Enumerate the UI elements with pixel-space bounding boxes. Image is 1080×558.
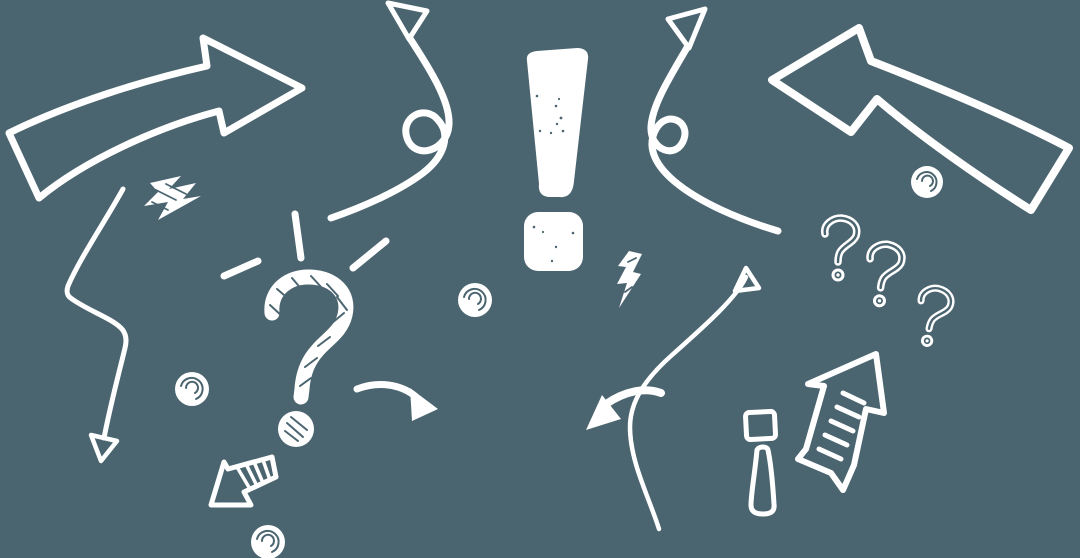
lightning-bolt-left-icon bbox=[144, 176, 201, 220]
lightning-bolt-center-icon bbox=[617, 251, 642, 308]
s-curve-arrow-up-icon bbox=[627, 265, 762, 532]
spiral-left-icon bbox=[175, 372, 209, 406]
arrow-curved-loop-left-icon bbox=[327, 0, 453, 222]
question-mark-small-3-icon bbox=[917, 284, 955, 347]
spiral-bottom-icon bbox=[251, 525, 285, 558]
arrow-swoosh-left-icon bbox=[586, 386, 665, 430]
squiggle-arrow-down-icon bbox=[64, 186, 129, 464]
question-mark-small-1-icon bbox=[821, 214, 861, 282]
arrow-curved-loop-right-icon bbox=[647, 6, 782, 235]
i-doodle-icon bbox=[743, 408, 779, 517]
question-mark-small-2-icon bbox=[866, 240, 906, 308]
arrow-hatched-up-right-icon bbox=[795, 351, 887, 493]
spiral-top-right-icon bbox=[911, 166, 943, 198]
question-mark-large-icon bbox=[220, 210, 390, 447]
exclamation-speckles bbox=[532, 94, 575, 263]
arrow-outline-down-left-icon bbox=[208, 454, 279, 508]
sunburst-dashes bbox=[220, 210, 390, 280]
spiral-center-icon bbox=[458, 283, 492, 317]
arrow-large-top-right-icon bbox=[768, 24, 1073, 214]
arrow-large-top-left-icon bbox=[5, 34, 306, 202]
exclamation-mark-icon bbox=[524, 48, 589, 271]
arrow-small-curved-right-icon bbox=[353, 381, 438, 421]
